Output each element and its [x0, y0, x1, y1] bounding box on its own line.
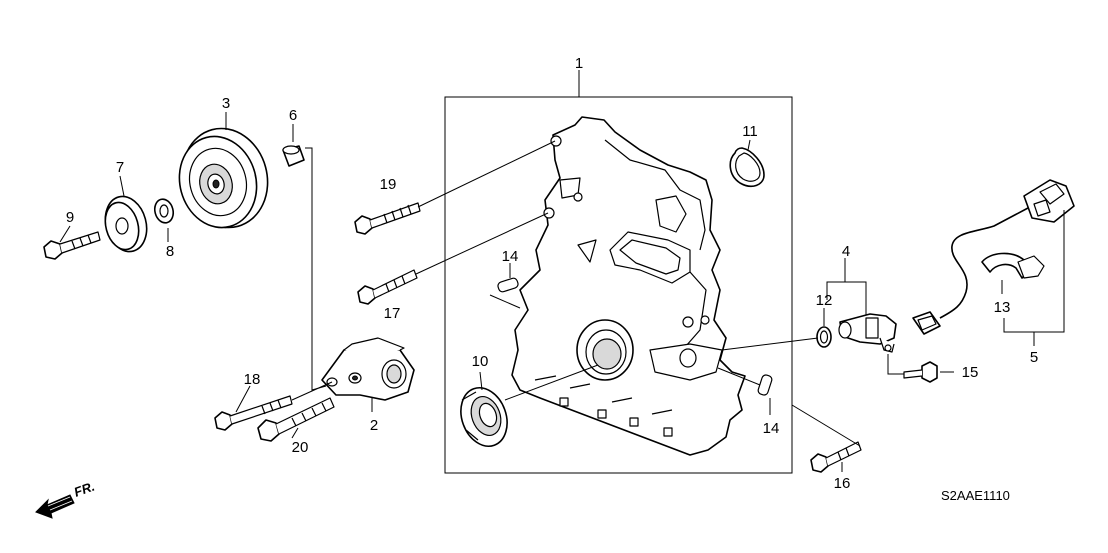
callout-2: 2	[370, 417, 378, 434]
callout-12: 12	[816, 292, 833, 309]
leader-14b-b	[717, 367, 761, 386]
dowel-pin-14a	[497, 277, 519, 293]
leader-18	[235, 385, 251, 413]
callout-19: 19	[380, 176, 397, 193]
diagram-code: S2AAE1110	[941, 488, 1010, 503]
timing-cover	[511, 116, 746, 456]
leader-14a-b	[489, 294, 521, 309]
front-direction-arrow-icon	[35, 494, 75, 519]
leader-19	[417, 140, 556, 208]
callout-16: 16	[834, 475, 851, 492]
callout-13: 13	[994, 299, 1011, 316]
leader-16-b	[791, 404, 861, 447]
front-direction-label: FR.	[72, 479, 97, 500]
bolt-18	[214, 395, 293, 431]
callout-14b: 14	[763, 420, 780, 437]
cap-6	[282, 145, 305, 167]
callout-14a: 14	[502, 248, 519, 265]
leader-15	[887, 354, 904, 375]
sensor-4	[838, 313, 897, 353]
bolt-20	[257, 397, 335, 442]
leader-10	[479, 371, 483, 391]
leader-17	[415, 212, 549, 275]
leader-10-b	[504, 364, 599, 401]
leader-12-b	[721, 337, 819, 351]
bolt-17	[357, 269, 418, 305]
bracket-2	[321, 337, 415, 401]
callout-15: 15	[962, 364, 979, 381]
cover-group-box	[444, 96, 793, 474]
pulley-cover-7	[104, 195, 148, 253]
leader-7	[119, 175, 125, 197]
idler-pulley-3	[178, 127, 269, 229]
callout-1: 1	[575, 55, 583, 72]
callout-4: 4	[842, 243, 850, 260]
callout-20: 20	[292, 439, 309, 456]
oil-seal-10	[460, 387, 508, 447]
bolt-15	[903, 361, 938, 383]
dowel-pin-14b	[757, 374, 773, 396]
o-ring-12	[816, 326, 832, 348]
callout-9: 9	[66, 209, 74, 226]
leader-4-bracket	[826, 281, 867, 318]
o-ring-11	[729, 147, 765, 187]
clamp-13	[981, 252, 1045, 279]
leader-20	[291, 427, 299, 439]
callout-3: 3	[222, 95, 230, 112]
bolt-19	[354, 202, 421, 235]
callout-17: 17	[384, 305, 401, 322]
leader-11	[747, 139, 751, 151]
bolt-16	[810, 441, 862, 473]
leader-9	[59, 225, 71, 243]
callout-6: 6	[289, 107, 297, 124]
callout-10: 10	[472, 353, 489, 370]
callout-11: 11	[742, 123, 758, 140]
bolt-9	[43, 231, 101, 260]
callout-7: 7	[116, 159, 124, 176]
callout-18: 18	[244, 371, 261, 388]
leader-6-bracket	[305, 147, 327, 391]
leader-18-b	[291, 381, 333, 401]
callout-5: 5	[1030, 349, 1038, 366]
washer-8	[153, 198, 175, 224]
callout-8: 8	[166, 243, 174, 260]
